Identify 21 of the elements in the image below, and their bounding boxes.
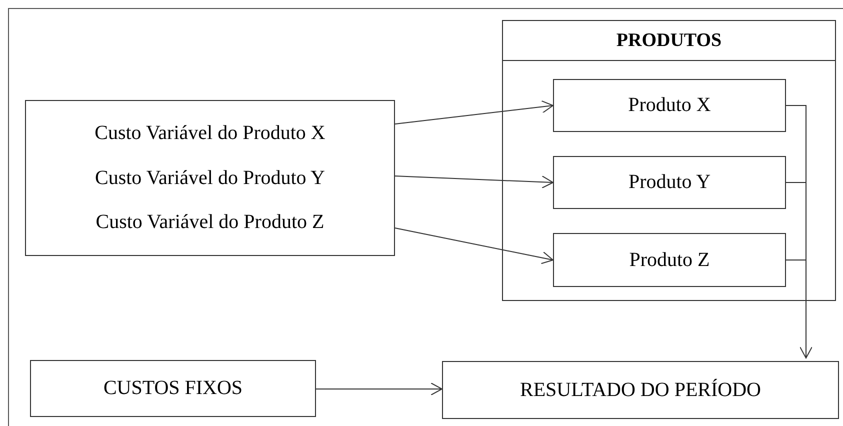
arrow [316, 382, 442, 396]
arrow [394, 176, 554, 189]
arrow [786, 260, 812, 358]
process-box [25, 100, 395, 256]
box-label: Custo Variável do Produto X [94, 122, 326, 146]
process-box [553, 156, 786, 209]
box-label: Custo Variável do Produto Z [96, 210, 324, 234]
box-label: Custo Variável do Produto Y [95, 166, 325, 190]
box-label: Produto Z [629, 248, 710, 272]
box-label: CUSTOS FIXOS [103, 377, 243, 400]
box-label: RESULTADO DO PERÍODO [520, 378, 761, 402]
box-label: Produto X [628, 94, 711, 117]
process-box [442, 361, 839, 419]
group-header: PRODUTOS [503, 21, 835, 61]
group-box [502, 20, 836, 301]
process-box [553, 233, 786, 287]
arrow [394, 100, 554, 124]
process-box [553, 79, 786, 132]
arrow [394, 228, 554, 264]
box-label: Produto Y [628, 171, 711, 194]
process-box [30, 360, 316, 417]
